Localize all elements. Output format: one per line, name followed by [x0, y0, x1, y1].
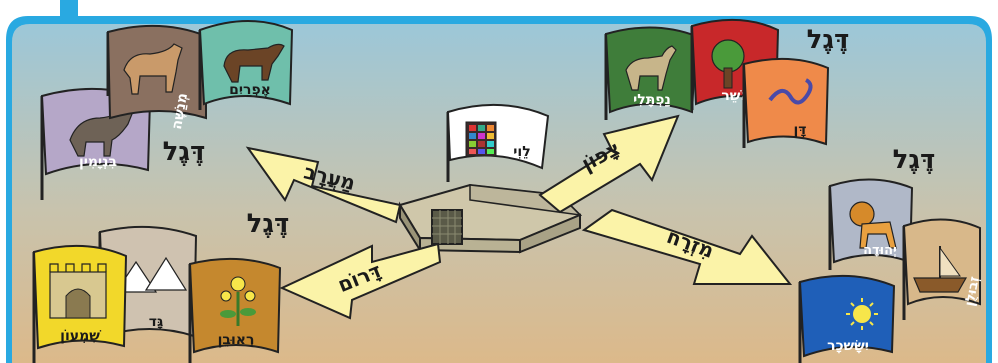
- flag-yehuda: יְהוּדָה: [828, 178, 914, 270]
- degel-label-south: דֶּגֶל: [247, 209, 290, 239]
- flag-naftali: נַפְתָּלִי: [604, 26, 698, 120]
- tribe-label-yehuda: יְהוּדָה: [863, 243, 897, 258]
- flag-yissachar: יִשָּׂשכָר: [798, 274, 896, 363]
- flag-zevulun: זְבוּלֻן: [902, 218, 983, 320]
- ox-icon: [123, 43, 183, 95]
- tribe-label-naftali: נַפְתָּלִי: [633, 92, 671, 108]
- arrow-east: מִזְרָח: [581, 208, 793, 285]
- tabernacle-enclosure: [398, 183, 583, 254]
- degel-label-west: דֶּגֶל: [163, 137, 206, 167]
- tent-of-meeting: [431, 209, 463, 245]
- tribe-label-reuven: רְאוּבֵן: [218, 332, 255, 348]
- flag-reuven: רְאוּבֵן: [188, 257, 282, 363]
- tribe-label-shimon: שִׁמְעוֹן: [60, 328, 101, 344]
- flag-dan: דָּן: [742, 57, 830, 148]
- city-gate-icon: [49, 263, 107, 319]
- tribe-label-levi: לֵוִי: [513, 144, 530, 160]
- degel-label-east: דֶּגֶל: [893, 145, 936, 175]
- bull-icon: [223, 43, 285, 83]
- deer-icon: [625, 45, 677, 91]
- olive-tree-icon: [711, 39, 745, 89]
- tribe-label-menashe: מְנַשֶּׁה: [169, 92, 191, 131]
- tribe-label-dan: דָּן: [793, 122, 806, 138]
- breastplate-icon: [465, 121, 497, 157]
- flag-efraim: אֶפְרַיִם: [198, 20, 294, 110]
- tribe-label-binyamin: בִּנְיָמִין: [79, 154, 117, 170]
- flag-menashe: מְנַשֶּׁה: [106, 24, 207, 131]
- tribe-label-yissachar: יִשָּׂשכָר: [827, 338, 869, 354]
- flag-shimon: שִׁמְעוֹן: [32, 244, 128, 363]
- lion-icon: [849, 201, 897, 249]
- mandrake-flower-icon: [220, 276, 256, 326]
- flag-levi: לֵוִי: [446, 103, 550, 182]
- arrow-south: דָּרוֹם: [279, 242, 442, 320]
- ship-icon: [913, 246, 968, 293]
- degel-label-north: דֶּגֶל: [807, 25, 850, 55]
- snake-icon: [768, 78, 813, 105]
- tribe-label-zevulun: זְבוּלֻן: [963, 275, 983, 307]
- tribe-label-gad: גָּד: [149, 314, 164, 330]
- sun-moon-icon: [802, 298, 878, 332]
- tribe-label-efraim: אֶפְרַיִם: [229, 82, 271, 98]
